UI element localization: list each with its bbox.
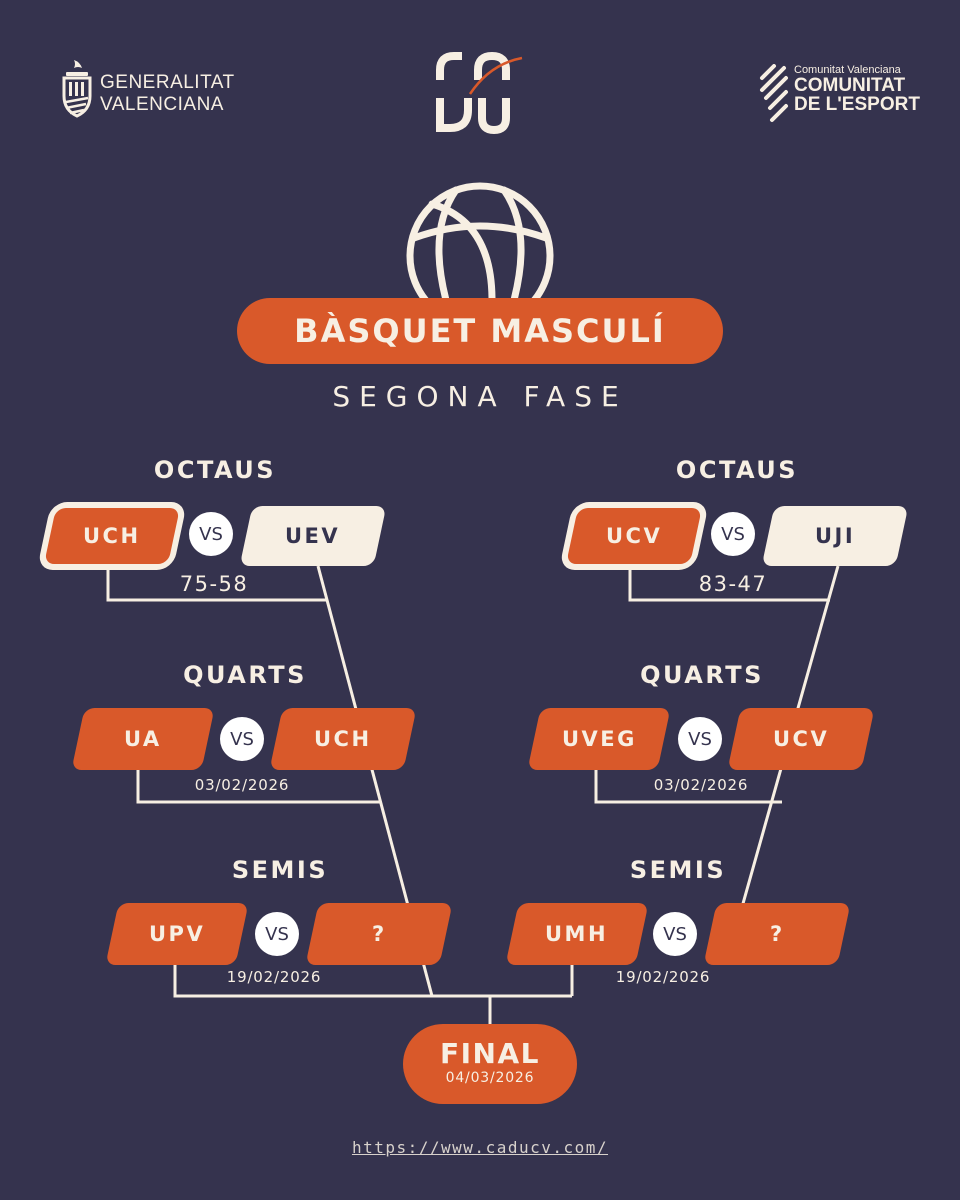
stripes-icon <box>760 64 788 122</box>
left-semis-date: 19/02/2026 <box>226 968 322 986</box>
right-quarts-team-a[interactable]: UVEG <box>527 708 671 770</box>
left-quarts-date: 03/02/2026 <box>194 776 290 794</box>
right-quarts-team-b[interactable]: UCV <box>727 708 875 770</box>
right-quarts-date: 03/02/2026 <box>653 776 749 794</box>
right-octaus-vs: VS <box>711 512 755 556</box>
website-link[interactable]: https://www.caducv.com/ <box>351 1138 609 1157</box>
right-semis-date: 19/02/2026 <box>615 968 711 986</box>
page-title: BÀSQUET MASCULÍ <box>237 298 723 364</box>
basketball-icon <box>404 180 556 300</box>
final-date: 04/03/2026 <box>445 1070 535 1086</box>
coat-of-arms-icon <box>62 60 92 118</box>
left-quarts-vs: VS <box>220 717 264 761</box>
right-octaus-team-a[interactable]: UCV <box>566 508 702 564</box>
cadu-logo <box>430 48 530 138</box>
right-semis-vs: VS <box>653 912 697 956</box>
right-semis-label: SEMIS <box>629 856 727 884</box>
left-semis-label: SEMIS <box>231 856 329 884</box>
left-octaus-score: 75-58 <box>179 572 249 596</box>
left-semis-vs: VS <box>255 912 299 956</box>
left-octaus-team-b[interactable]: UEV <box>239 506 387 566</box>
final-pill[interactable]: FINAL 04/03/2026 <box>403 1024 577 1104</box>
comunitat-esport-logo: Comunitat Valenciana COMUNITAT DE L'ESPO… <box>758 64 938 124</box>
right-quarts-label: QUARTS <box>640 661 764 689</box>
left-octaus-vs: VS <box>189 512 233 556</box>
right-semis-team-a[interactable]: UMH <box>505 903 649 965</box>
cde-big-text: COMUNITAT DE L'ESPORT <box>794 75 920 115</box>
left-octaus-team-a[interactable]: UCH <box>44 508 180 564</box>
generalitat-valenciana-logo: GENERALITAT VALENCIANA <box>60 58 250 128</box>
left-quarts-label: QUARTS <box>183 661 307 689</box>
right-quarts-vs: VS <box>678 717 722 761</box>
page-subtitle: SEGONA FASE <box>332 380 628 413</box>
left-quarts-team-b[interactable]: UCH <box>269 708 417 770</box>
right-octaus-label: OCTAUS <box>675 456 799 484</box>
right-octaus-team-b[interactable]: UJI <box>761 506 909 566</box>
left-semis-team-a[interactable]: UPV <box>105 903 249 965</box>
generalitat-text: GENERALITAT VALENCIANA <box>100 72 235 115</box>
left-octaus-label: OCTAUS <box>153 456 277 484</box>
left-semis-team-b[interactable]: ? <box>305 903 453 965</box>
final-label: FINAL <box>440 1037 540 1070</box>
right-semis-team-b[interactable]: ? <box>703 903 851 965</box>
cde-small-text: Comunitat Valenciana <box>794 64 901 76</box>
right-octaus-score: 83-47 <box>698 572 768 596</box>
left-quarts-team-a[interactable]: UA <box>71 708 215 770</box>
